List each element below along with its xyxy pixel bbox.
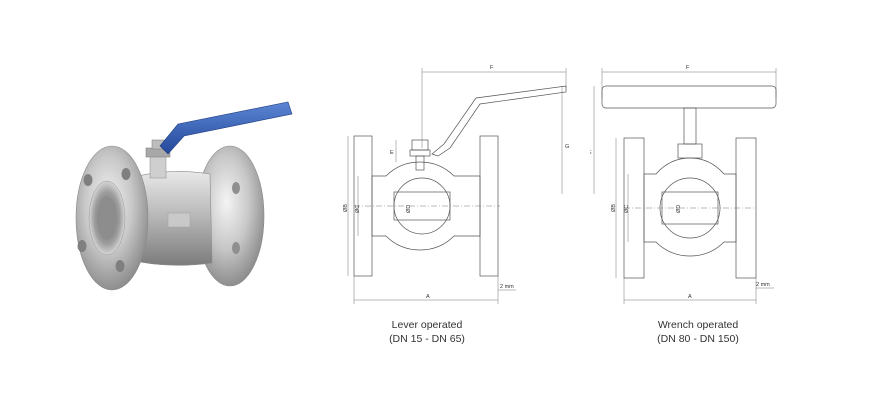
wrench-dimension-a-label: A xyxy=(688,294,692,300)
wrench-dimension-f-label: F xyxy=(686,65,690,71)
wrench-dimension-e-label: E xyxy=(590,150,592,156)
wrench-dimension-b-label: ØB xyxy=(611,204,617,212)
wrench-dimension-d-label: ØD xyxy=(676,205,682,213)
lever-caption-range: (DN 15 - DN 65) xyxy=(389,333,465,345)
lever-caption-title: Lever operated xyxy=(391,319,463,331)
wrench-caption-range: (DN 80 - DN 150) xyxy=(657,333,739,345)
dimension-c-label: ØC xyxy=(355,205,361,213)
dimension-d-label: ØD xyxy=(406,205,412,213)
dimension-b-label: ØB xyxy=(343,204,349,212)
lever-caption: Lever operated (DN 15 - DN 65) xyxy=(362,318,492,346)
wrench-caption-title: Wrench operated xyxy=(657,319,739,331)
wrench-caption: Wrench operated (DN 80 - DN 150) xyxy=(628,318,768,346)
ball-valve-photo-icon xyxy=(75,101,293,291)
wrench-dimension-c-label: ØC xyxy=(624,205,630,213)
dimension-e-label: E xyxy=(390,150,394,156)
lever-operated-drawing: F G E ØB ØC ØD A 2 mm xyxy=(343,65,569,304)
wrench-operated-drawing: F E ØB ØC ØD A 2 mm xyxy=(590,65,777,304)
dimension-f-label: F xyxy=(490,65,494,71)
wrench-gap-label: 2 mm xyxy=(756,282,770,288)
dimension-a-label: A xyxy=(426,294,430,300)
dimension-g-label: G xyxy=(565,144,569,150)
gap-label: 2 mm xyxy=(500,284,514,290)
